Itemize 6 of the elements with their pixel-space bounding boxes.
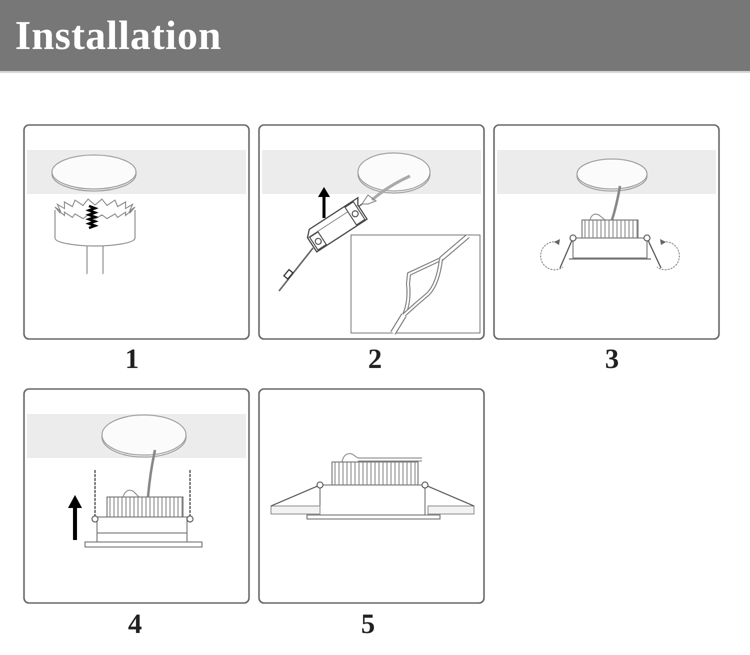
- step-number: 5: [361, 609, 375, 641]
- step-number: 4: [128, 609, 142, 641]
- page-title: Installation: [15, 11, 222, 59]
- step-number: 1: [125, 344, 139, 376]
- step-number: 3: [605, 344, 619, 376]
- step-number: 2: [368, 344, 382, 376]
